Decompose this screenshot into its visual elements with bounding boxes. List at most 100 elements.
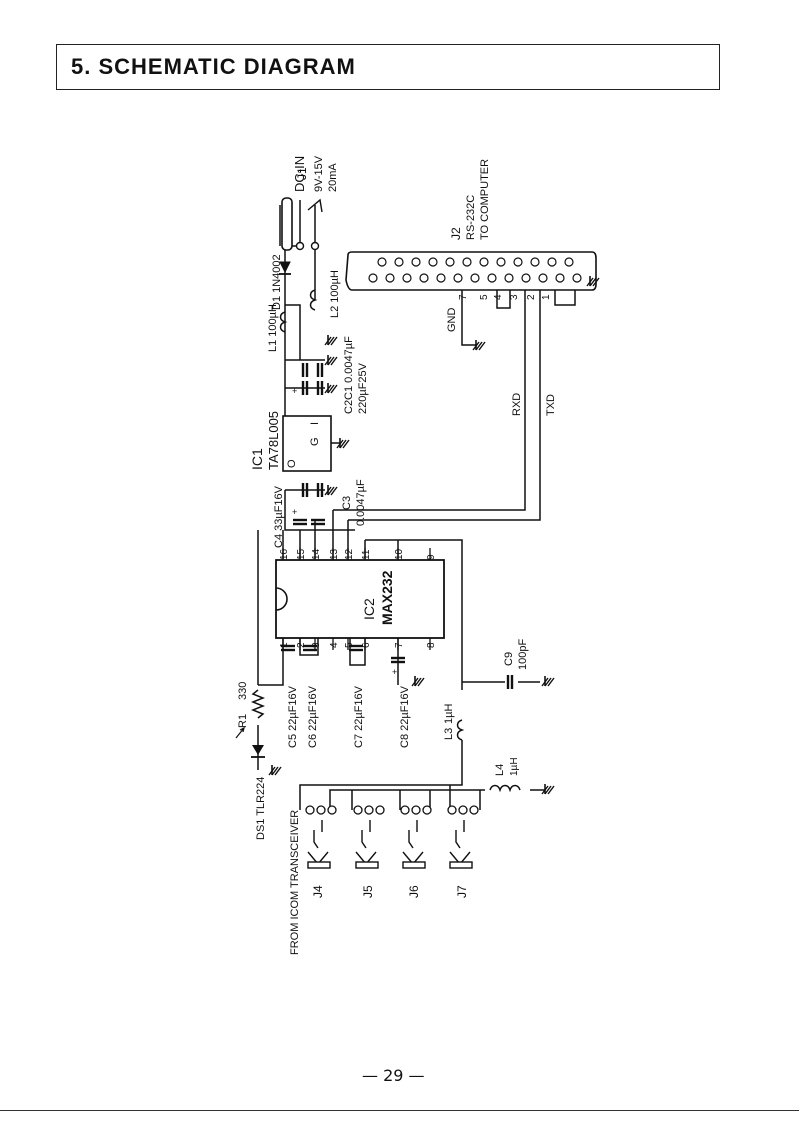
ground-symbol [324,382,338,394]
led-emission-arrow [235,726,245,739]
db25-pin [555,273,565,283]
label-ic1-part: TA78L005 [266,411,281,470]
db25-pin [445,257,455,267]
label-to-computer: TO COMPUTER [479,159,491,240]
label-j6: J6 [407,885,421,898]
label-rxd: RXD [511,393,523,416]
ic2-pin-number: 15 [296,548,307,560]
capacitor-c4 [291,518,309,526]
label-c9-value: 100pF [517,639,529,670]
label-ic1: IC1 [249,448,265,470]
label-c2-value: 220µF25V [357,362,369,414]
ic2-pin-number: 11 [361,549,372,560]
ic2-pin-number: 16 [279,548,290,560]
inductor-l4 [489,784,521,793]
label-dc-voltage: 9V-15V [313,155,325,192]
label-j2: J2 [449,227,463,240]
ic2-max232 [275,559,445,639]
inductor-l2 [309,289,318,311]
db25-pins [368,257,582,283]
page-number: — 29 — [362,1066,425,1085]
label-j7: J7 [455,885,469,898]
label-j1: J1 [295,167,309,180]
ic2-notch [275,587,288,611]
db25-pin [462,257,472,267]
phone-jack [353,805,385,869]
label-d1: D1 1N4002 [271,254,283,310]
label-j5: J5 [361,885,375,898]
db25-pin [504,273,514,283]
ground-symbol [541,783,555,795]
label-c3-part: C3 [341,496,353,510]
db25-pin [521,273,531,283]
j2-pin-number: 5 [479,294,490,300]
ic2-pin-number: 6 [361,642,372,648]
ground-symbol [324,334,338,346]
ic2-pin-number: 2 [296,642,307,648]
diode-d1 [279,261,291,274]
label-rs232: RS-232C [465,195,477,240]
ground-symbol [541,675,555,687]
label-c1: C1 0.0047µF [343,336,355,400]
label-from-icom: FROM ICOM TRANSCEIVER [289,810,301,955]
ic2-pin-number: 7 [394,642,405,648]
capacitor-c9 [506,673,514,691]
j2-pin-number: 4 [493,294,504,300]
db25-pin [496,257,506,267]
ic2-pin-number: 3 [311,642,322,648]
ground-symbol [411,675,425,687]
db25-pin [436,273,446,283]
ic2-pin-number: 13 [329,548,340,560]
label-ic2-part: MAX232 [379,570,395,625]
j2-pin-number: 7 [458,294,469,300]
ic2-pin-number: 1 [279,642,290,648]
ground-symbol [324,484,338,496]
label-c4: C4 33µF16V [273,485,285,548]
jack-contact [295,241,305,251]
label-dc-current: 20mA [327,163,339,192]
capacitor-c1 [301,361,309,379]
page-title: 5. SCHEMATIC DIAGRAM [71,54,356,79]
label-l1: L1 100µH [267,304,279,352]
transceiver-jacks [305,805,479,869]
label-c5: C5 22µF16V [287,685,299,748]
label-ic1-pin-g: G [309,437,321,446]
db25-pin [547,257,557,267]
label-c7: C7 22µF16V [353,685,365,748]
label-ds1: DS1 TLR224 [255,777,267,840]
label-l4-value: 1µH [509,757,520,776]
db25-pin [538,273,548,283]
label-c2-polarity: + [292,386,297,396]
led-ds1 [252,745,264,755]
label-c6: C6 22µF16V [307,685,319,748]
regulator-ic1 [282,415,332,472]
label-ic1-pin-i: I [309,422,321,425]
db25-pin [377,257,387,267]
jack-spring [307,198,323,213]
db25-pin [419,273,429,283]
db25-pin [402,273,412,283]
db25-pin [530,257,540,267]
db25-pin [564,257,574,267]
inductor-l3 [456,719,465,741]
resistor-r1 [250,689,266,719]
label-txd: TXD [545,394,557,416]
db25-pin [453,273,463,283]
phone-jack [305,805,337,869]
db25-pin [487,273,497,283]
label-c8-polarity: + [392,667,397,677]
label-l3-value: 1µH [443,704,455,724]
label-r1-value: 330 [237,682,249,700]
label-c3-value: 0.0047µF [355,479,367,526]
ic2-pin-number: 4 [329,642,340,648]
label-c4-polarity: + [292,507,297,517]
db25-pin [385,273,395,283]
db25-pin [479,257,489,267]
db25-pin [470,273,480,283]
footer-rule [0,1110,799,1111]
jack-contact [310,241,320,251]
db25-pin [368,273,378,283]
label-l3-part: L3 [443,728,455,740]
label-l4-part: L4 [494,764,506,776]
